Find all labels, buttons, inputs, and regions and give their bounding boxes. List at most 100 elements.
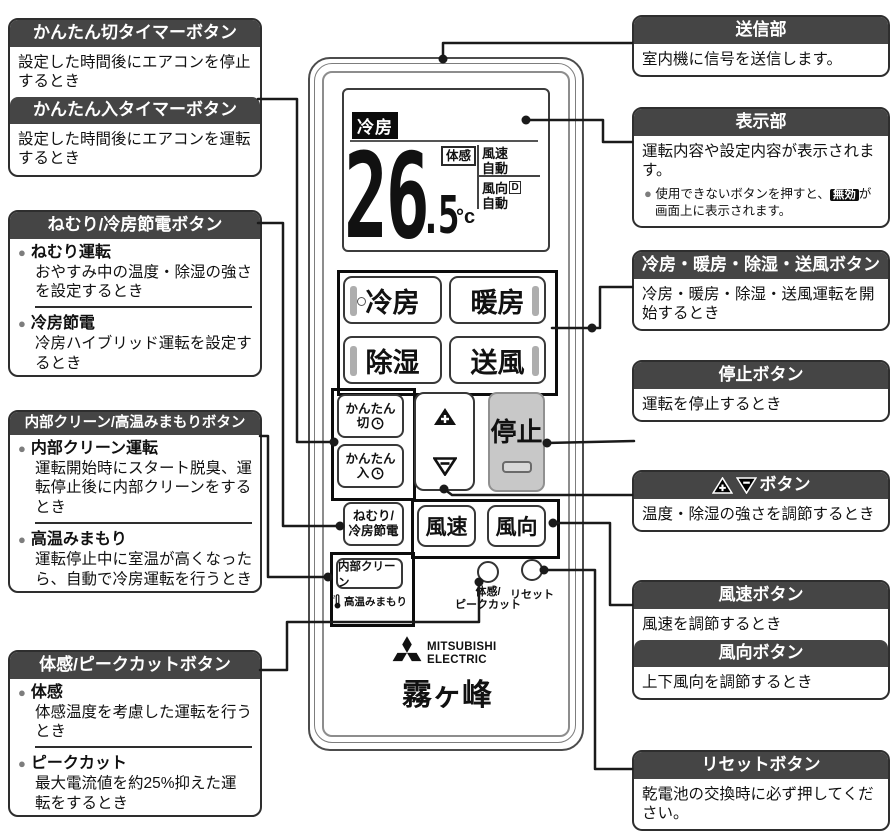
triangle-down-minus-icon <box>432 457 457 476</box>
taikan-item-1: ●体感 体感温度を考慮した運転を行うとき <box>10 679 260 744</box>
sleep-item-2: ●冷房節電 冷房ハイブリッド運転を設定するとき <box>10 310 260 375</box>
lcd-taikan-indicator: 体感 <box>441 146 477 167</box>
fan-speed-button-label: 風速 <box>425 516 468 539</box>
callout-mode-buttons-body: 冷房・暖房・除湿・送風運転を開始するとき <box>642 285 875 323</box>
sleep-item-1: ●ねむり運転 おやすみ中の温度・除湿の強さを設定するとき <box>10 239 260 304</box>
lcd-divider-horizontal <box>478 175 540 177</box>
callout-stop-body: 運転を停止するとき <box>642 395 782 413</box>
sleep-item-2-body: 冷房ハイブリッド運転を設定するとき <box>35 335 252 372</box>
button-bar <box>532 346 539 376</box>
callout-fan-speed-header: 風速ボタン <box>634 582 888 609</box>
invalid-badge: 無効 <box>829 189 859 202</box>
taikan-item-2-title: ピークカット <box>30 755 127 773</box>
lcd-temperature-integer: 26 <box>344 127 430 265</box>
dry-button-label: 除湿 <box>365 347 420 378</box>
brand-name-line2: ELECTRIC <box>427 653 487 666</box>
callout-clean-header: 内部クリーン/高温みまもりボタン <box>10 412 260 436</box>
stop-button[interactable]: 停止 <box>488 392 545 492</box>
callout-sleep-header: ねむり/冷房節電ボタン <box>10 212 260 239</box>
callout-timer: かんたん切タイマーボタン 設定した時間後にエアコンを停止するとき かんたん入タイ… <box>8 18 262 177</box>
stop-button-label: 停止 <box>490 416 543 447</box>
clean-item-1: ●内部クリーン運転 運転開始時にスタート脱臭、運転停止後に内部クリーンをするとき <box>10 435 260 519</box>
triangle-up-plus-icon <box>433 408 456 425</box>
reset-button[interactable] <box>521 559 543 581</box>
callout-display-note: ● 使用できないボタンを押すと、無効が 画面上に表示されます。 <box>634 186 888 225</box>
clock-icon <box>371 417 384 430</box>
temperature-up-button[interactable] <box>414 392 475 441</box>
clean-item-1-title: 内部クリーン運転 <box>30 440 159 458</box>
kantan-off-timer-button[interactable]: かんたん 切 <box>337 394 404 438</box>
button-bar <box>350 346 357 376</box>
fan-direction-button[interactable]: 風向 <box>487 505 546 547</box>
sleep-button-line1: ねむり/ <box>353 509 394 523</box>
fan-direction-button-label: 風向 <box>495 516 538 539</box>
callout-transmitter-header: 送信部 <box>634 17 888 44</box>
cool-indicator-dot <box>357 297 366 306</box>
lcd-fan-speed-value: 自動 <box>482 161 509 176</box>
callout-display-header: 表示部 <box>634 109 888 136</box>
bullet-icon: ● <box>18 316 26 332</box>
lcd-temperature-unit: °c <box>456 206 476 228</box>
kantan-on-timer-button[interactable]: かんたん 入 <box>337 444 404 488</box>
callout-timer-on-body: 設定した時間後にエアコンを運転するとき <box>18 131 251 168</box>
high-temp-watch-label-row: 高温みまもり <box>333 594 409 609</box>
callout-taikan: 体感/ピークカットボタン ●体感 体感温度を考慮した運転を行うとき ●ピークカッ… <box>8 650 262 818</box>
lcd-fan-dir-label-row: 風向 D <box>482 178 522 197</box>
callout-fan: 風速ボタン 風速を調節するとき 風向ボタン 上下風向を調節するとき <box>632 580 890 701</box>
taikan-peakcut-button[interactable] <box>477 561 499 583</box>
callout-updown-body: 温度・除湿の強さを調節するとき <box>642 505 875 523</box>
callout-display: 表示部 運転内容や設定内容が表示されます。 ● 使用できないボタンを押すと、無効… <box>632 107 890 228</box>
sleep-item-2-title: 冷房節電 <box>30 315 95 333</box>
internal-clean-button-label: 内部クリーン <box>338 560 396 589</box>
heat-button-label: 暖房 <box>470 287 525 318</box>
taikan-item-1-title: 体感 <box>30 683 63 701</box>
callout-timer-off-body: 設定した時間後にエアコンを停止するとき <box>18 53 251 91</box>
bullet-icon: ● <box>18 440 26 456</box>
clean-item-2: ●高温みまもり 運転停止中に室温が高くなったら、自動で冷房運転を行うとき <box>10 526 260 591</box>
triangle-up-plus-icon <box>711 476 733 494</box>
callout-updown: ボタン 温度・除湿の強さを調節するとき <box>632 470 890 533</box>
temperature-down-button[interactable] <box>414 442 475 491</box>
clean-item-2-body: 運転停止中に室温が高くなったら、自動で冷房運転を行うとき <box>35 551 253 588</box>
brand-name: MITSUBISHI ELECTRIC <box>427 641 496 666</box>
cool-button[interactable]: 冷房 <box>343 276 442 324</box>
high-temp-watch-label: 高温みまもり <box>344 596 407 608</box>
thermometer-icon <box>333 594 341 609</box>
callout-reset: リセットボタン 乾電池の交換時に必ず押してください。 <box>632 750 890 832</box>
button-bar <box>350 286 357 316</box>
lcd-temperature-decimal: .5 <box>420 186 460 246</box>
callout-stop-header: 停止ボタン <box>634 362 888 389</box>
lcd-mode-indicator: 冷房 <box>352 112 398 139</box>
sleep-eco-button[interactable]: ねむり/ 冷房節電 <box>343 502 404 546</box>
lcd-divider-vertical <box>477 145 479 209</box>
callout-sleep: ねむり/冷房節電ボタン ●ねむり運転 おやすみ中の温度・除湿の強さを設定するとき… <box>8 210 262 378</box>
brand-name-line1: MITSUBISHI <box>427 641 497 653</box>
fan-mode-button-label: 送風 <box>470 347 525 378</box>
lcd-fan-dir-flag: D <box>509 180 522 195</box>
cool-button-label: 冷房 <box>365 287 420 318</box>
callout-reset-body: 乾電池の交換時に必ず押してください。 <box>642 785 874 823</box>
fan-speed-button[interactable]: 風速 <box>417 505 476 547</box>
reset-label: リセット <box>510 589 554 601</box>
dry-button[interactable]: 除湿 <box>343 336 442 384</box>
heat-button[interactable]: 暖房 <box>449 276 546 324</box>
divider <box>35 306 252 309</box>
kantan-on-line2: 入 <box>356 466 370 480</box>
sleep-item-1-title: ねむり運転 <box>30 243 111 261</box>
kantan-on-line1: かんたん <box>345 451 396 466</box>
lcd-fan-dir-value: 自動 <box>482 196 509 211</box>
fan-mode-button[interactable]: 送風 <box>449 336 546 384</box>
callout-stop: 停止ボタン 運転を停止するとき <box>632 360 890 423</box>
callout-transmitter-body: 室内機に信号を送信します。 <box>642 50 842 68</box>
bullet-icon: ● <box>18 756 26 772</box>
product-name-kirigamine: 霧ヶ峰 <box>402 678 492 713</box>
display-note-pre: 使用できないボタンを押すと、 <box>655 187 830 202</box>
clock-icon <box>371 467 384 480</box>
triangle-down-minus-icon <box>735 477 757 494</box>
callout-fan-dir-body: 上下風向を調節するとき <box>642 673 813 691</box>
bullet-icon: ● <box>18 684 26 700</box>
internal-clean-button[interactable]: 内部クリーン <box>336 558 403 589</box>
stop-indicator <box>501 460 532 473</box>
callout-taikan-header: 体感/ピークカットボタン <box>10 652 260 679</box>
